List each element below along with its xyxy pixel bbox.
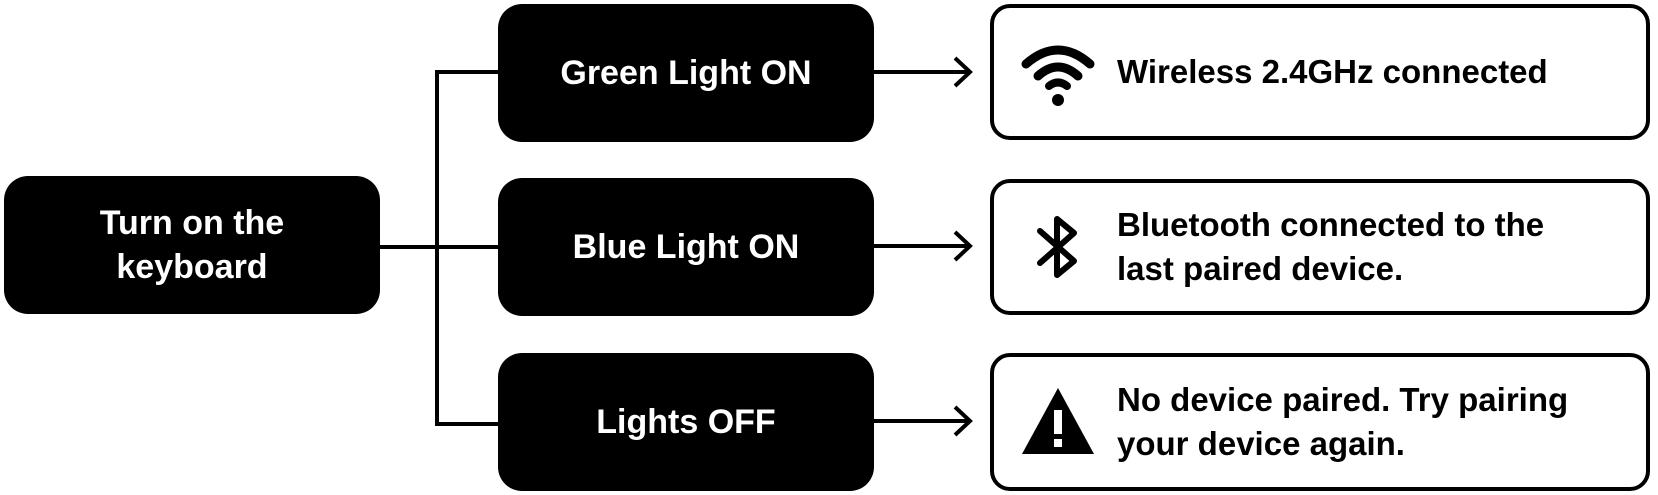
result-text-no-device-line2: your device again. [1117,425,1405,462]
result-text-no-device-line1: No device paired. Try pairing [1117,381,1569,418]
start-node: Turn on the keyboard [4,176,380,314]
arrow-lightsoff-to-result [874,405,973,437]
state-label-lights-off: Lights OFF [596,403,776,441]
connector-start-to-branch [380,245,498,249]
connector-branch-lightsoff [435,422,498,426]
wifi-icon [1020,34,1096,110]
connector-branch-green [435,70,498,74]
result-text-wireless: Wireless 2.4GHz connected [1117,53,1548,90]
start-node-label-line2: keyboard [116,248,268,286]
result-no-device: No device paired. Try pairing your devic… [990,353,1650,491]
connector-vertical-trunk [435,70,439,426]
result-wireless: Wireless 2.4GHz connected [990,4,1650,140]
state-node-lights-off: Lights OFF [498,353,874,491]
result-text-bluetooth-line1: Bluetooth connected to the [1117,206,1545,243]
result-text-bluetooth-line2: last paired device. [1117,250,1404,287]
state-node-blue-light: Blue Light ON [498,178,874,316]
bluetooth-icon [1020,209,1096,285]
warning-icon [1020,384,1096,460]
state-label-green-light: Green Light ON [560,54,812,92]
arrow-green-to-result [874,56,973,88]
result-bluetooth: Bluetooth connected to the last paired d… [990,179,1650,315]
state-label-blue-light: Blue Light ON [572,228,800,266]
arrow-blue-to-result [874,230,973,262]
state-node-green-light: Green Light ON [498,4,874,142]
start-node-label-line1: Turn on the [99,204,285,242]
